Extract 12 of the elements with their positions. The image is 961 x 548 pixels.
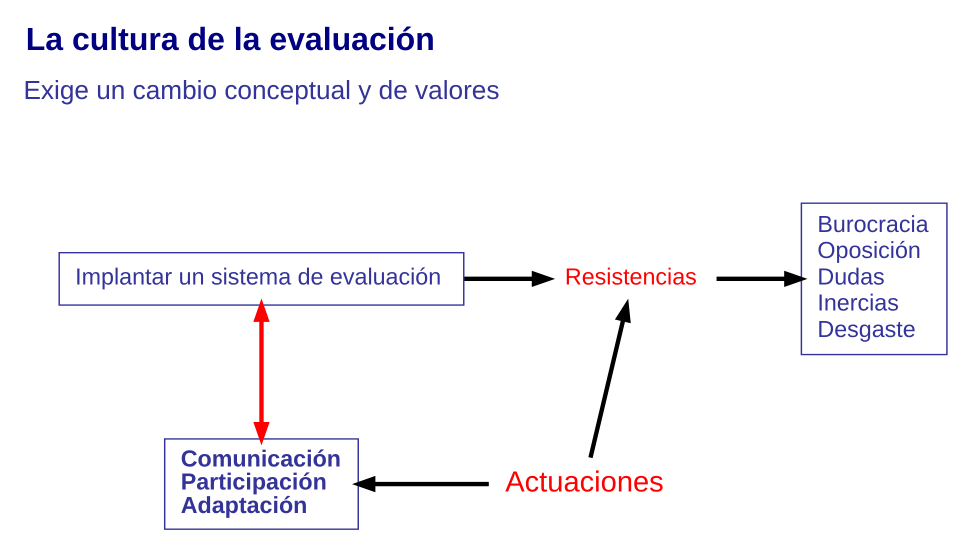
label: Exige un cambio conceptual y de valores <box>23 74 500 104</box>
node-box: Comunicación Participación Adaptación <box>164 438 359 530</box>
node-box: Burocracia Oposición Dudas Inercias Desgaste <box>800 202 948 355</box>
node-box: Implantar un sistema de evaluación <box>58 251 464 306</box>
node-text: Actuaciones <box>505 466 664 498</box>
node-text: Resistencias <box>564 262 697 289</box>
arrow <box>253 298 270 445</box>
arrow <box>716 270 808 287</box>
arrow <box>352 475 489 492</box>
arrow <box>588 298 631 458</box>
diagram-title: La cultura de la evaluación <box>26 20 435 56</box>
arrow <box>464 270 556 287</box>
